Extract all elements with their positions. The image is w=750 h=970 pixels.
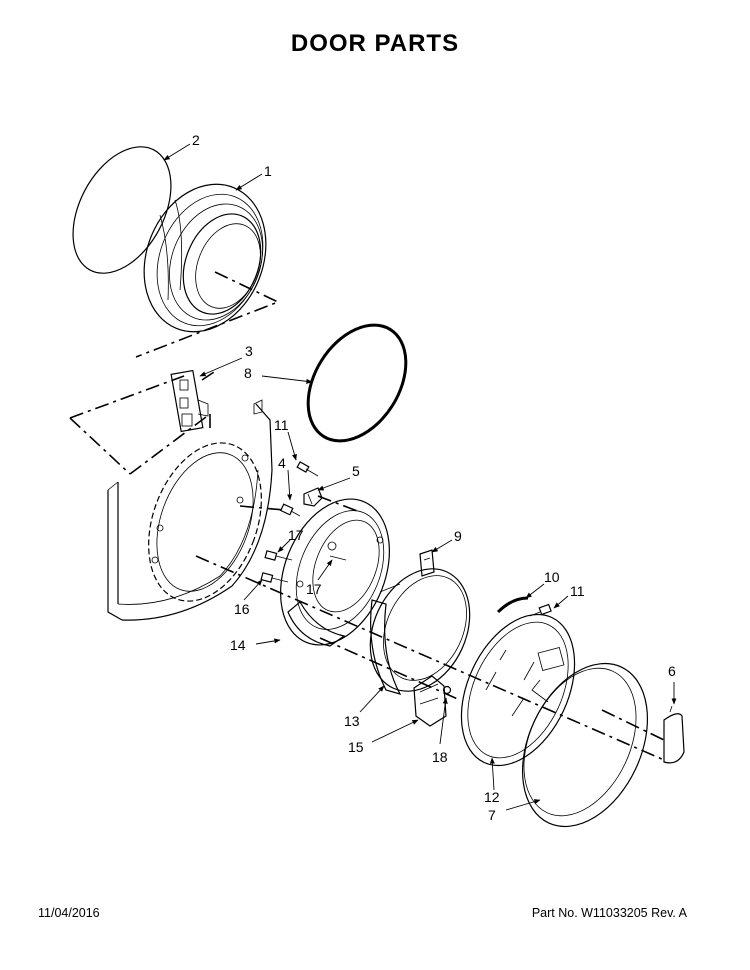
callout-11-right: 11 xyxy=(570,583,585,599)
callout-leaders xyxy=(163,143,677,811)
part-9-clip xyxy=(419,549,435,577)
part-12-door-glass xyxy=(460,613,576,767)
part-5-hinge-bracket xyxy=(303,487,323,507)
screw-part-4 xyxy=(279,503,301,517)
part-6-handle-cap xyxy=(663,705,685,764)
callout-11-upper: 11 xyxy=(274,417,289,433)
part-8-gasket-ring xyxy=(306,323,408,443)
part-7-outer-door-ring xyxy=(521,662,649,828)
part-1-door-boot xyxy=(143,183,267,333)
callout-10: 10 xyxy=(544,569,560,585)
part-2-outer-seal xyxy=(72,146,172,274)
callout-12: 12 xyxy=(484,789,500,805)
screw-part-17-left xyxy=(264,550,293,561)
callout-2: 2 xyxy=(192,132,200,148)
page-title: DOOR PARTS xyxy=(290,30,460,57)
callout-9: 9 xyxy=(454,528,462,544)
callout-5: 5 xyxy=(352,463,360,479)
screw-part-11-upper xyxy=(296,461,319,477)
assembly-lines xyxy=(69,271,665,761)
part-14-inner-door-panel xyxy=(279,498,391,647)
part-3-door-lock-switch xyxy=(170,369,209,433)
callout-8: 8 xyxy=(244,365,252,381)
footer-date: 11/04/2016 xyxy=(38,906,100,920)
callout-4: 4 xyxy=(278,455,286,471)
part-15-latch xyxy=(413,675,447,727)
callout-1: 1 xyxy=(264,163,272,179)
callout-17-right: 17 xyxy=(306,581,322,597)
callout-6: 6 xyxy=(668,663,676,679)
front-panel-outline xyxy=(107,399,273,621)
callout-16: 16 xyxy=(234,601,250,617)
callout-14: 14 xyxy=(230,637,246,653)
callout-17-left: 17 xyxy=(288,527,304,543)
callout-3: 3 xyxy=(245,343,253,359)
footer-part-number: Part No. W11033205 Rev. A xyxy=(531,906,687,920)
callout-13: 13 xyxy=(344,713,360,729)
callout-18: 18 xyxy=(432,749,448,765)
callout-15: 15 xyxy=(348,739,364,755)
callout-labels: 2 1 3 8 11 4 5 9 17 17 16 14 10 11 6 13 … xyxy=(192,132,676,823)
part-10-hinge-rod xyxy=(496,596,529,614)
screw-part-16 xyxy=(260,572,289,583)
callout-7: 7 xyxy=(488,807,496,823)
